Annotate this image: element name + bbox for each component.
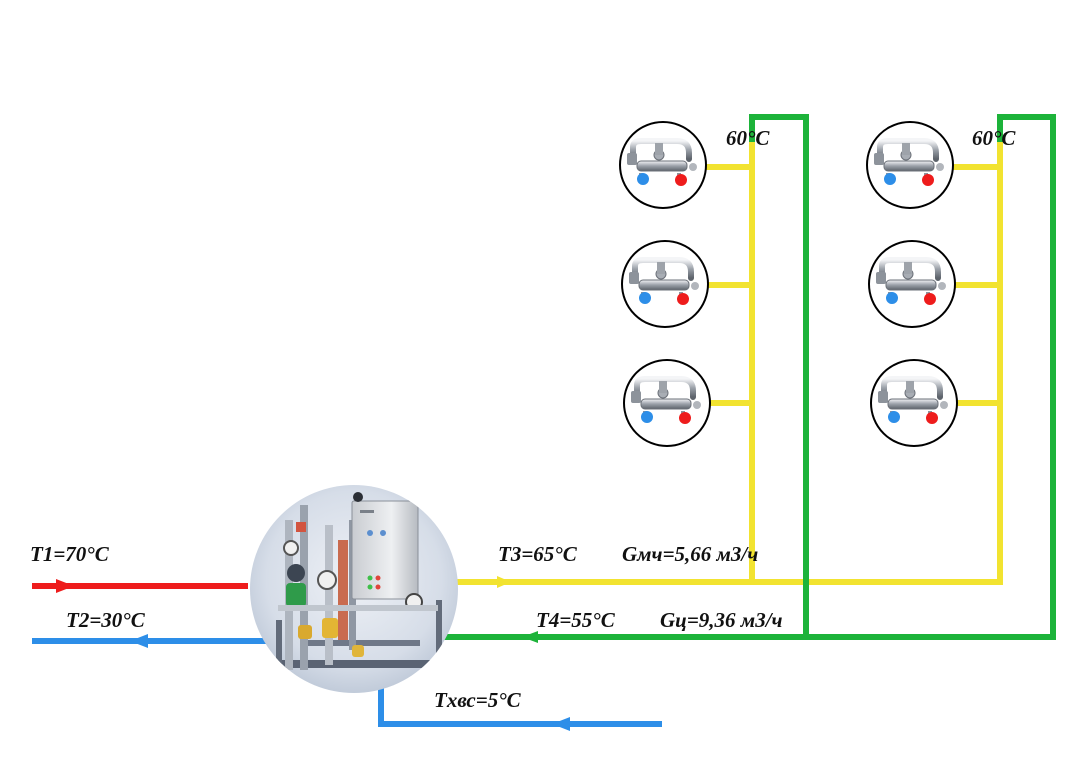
hot-water-pipes — [455, 136, 1003, 588]
return-flow-arrow — [130, 634, 148, 648]
mixer-tap-icon — [622, 241, 708, 327]
cold-water-flow-arrow — [552, 717, 570, 731]
mixer-tap-icon — [871, 360, 957, 446]
label-riser-2-temp: 60°C — [972, 126, 1016, 150]
label-circulation-flow: Gц=9,36 м3/ч — [660, 608, 783, 632]
label-hot-water-flow: Gмч=5,66 м3/ч — [622, 542, 759, 566]
primary-supply-pipe — [32, 579, 248, 593]
label-riser-1-temp: 60°C — [726, 126, 770, 150]
primary-return-pipe — [32, 634, 268, 648]
circulation-loop-1 — [749, 114, 809, 637]
riser-2-taps — [867, 122, 957, 446]
mixer-tap-icon — [867, 122, 953, 208]
mixer-tap-icon — [624, 360, 710, 446]
supply-flow-arrow — [56, 579, 74, 593]
label-t4: T4=55°C — [536, 608, 615, 632]
label-t2: T2=30°C — [66, 608, 145, 632]
circulation-loop-2-return — [443, 114, 1056, 640]
cold-water-pipe-group — [378, 676, 662, 731]
mixer-tap-icon — [869, 241, 955, 327]
hot-water-flow-arrow — [497, 576, 511, 588]
circulation-pipes — [443, 114, 1056, 643]
riser-1-taps — [620, 122, 710, 446]
mixer-tap-icon — [620, 122, 706, 208]
label-t1: T1=70°C — [30, 542, 109, 566]
cold-water-pipe — [378, 676, 662, 727]
circulation-flow-arrow — [522, 631, 538, 643]
label-t3: T3=65°C — [498, 542, 577, 566]
label-cold-water-temp: Tхвс=5°C — [434, 688, 521, 712]
heat-substation-module-icon — [250, 485, 458, 693]
hot-water-branches — [706, 164, 1000, 406]
